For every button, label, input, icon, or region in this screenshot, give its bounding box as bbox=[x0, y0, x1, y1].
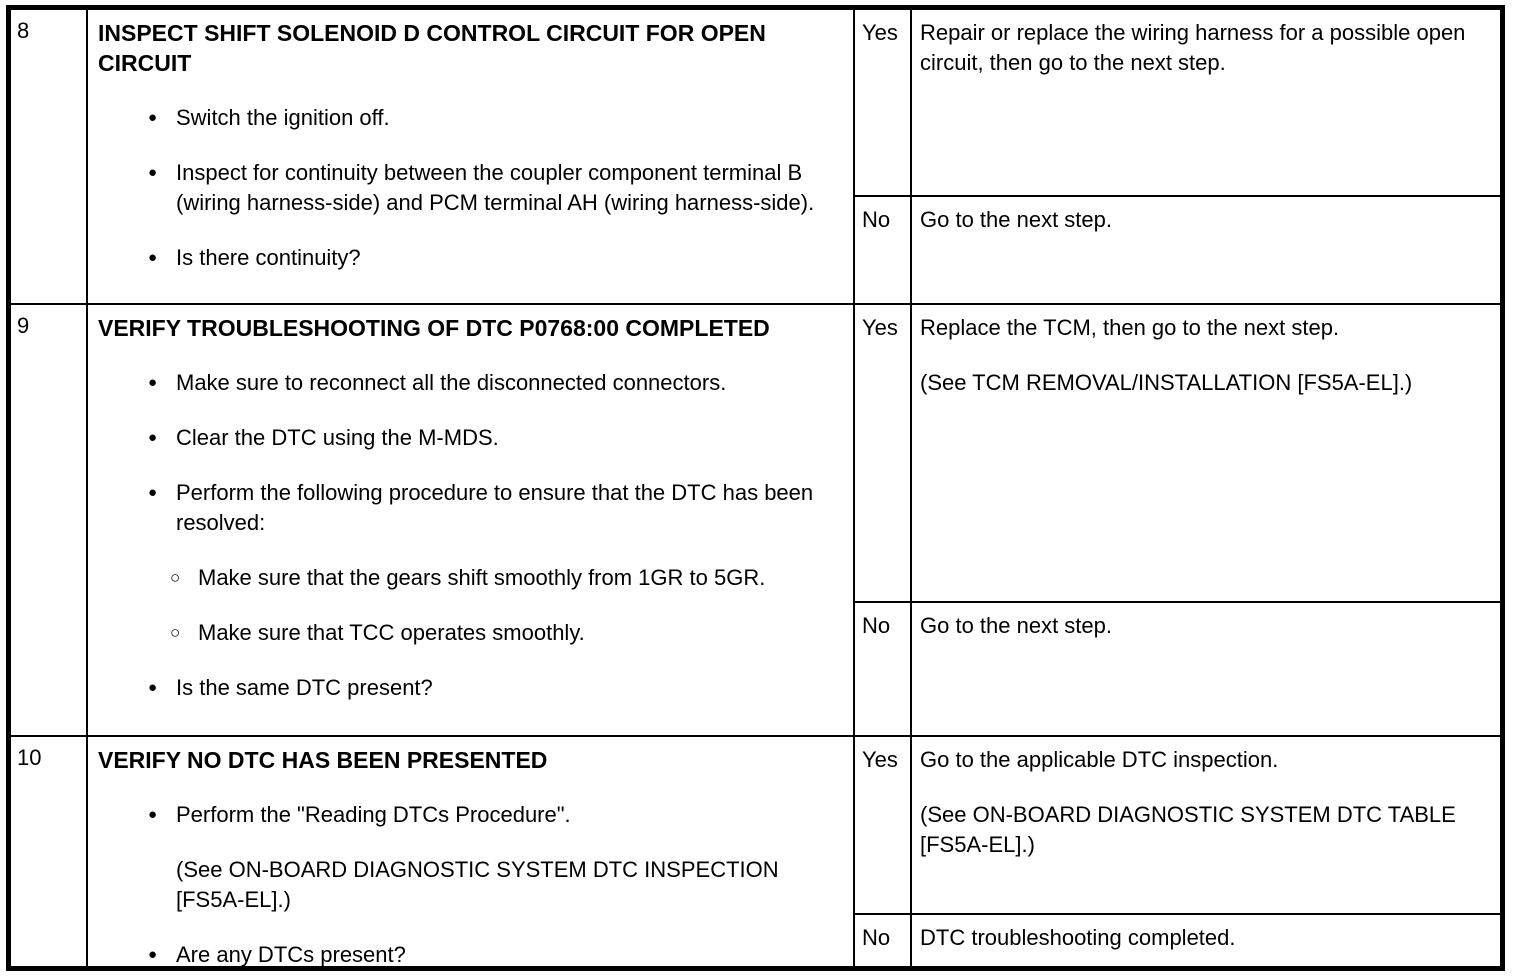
bullet-list: ● Make sure to reconnect all the disconn… bbox=[98, 368, 843, 703]
bullet-text: Switch the ignition off. bbox=[176, 105, 390, 130]
outcome-label-yes: Yes bbox=[855, 10, 912, 195]
step-number-cell: 9 bbox=[11, 305, 88, 735]
outcome-no-row: No Go to the next step. bbox=[855, 197, 1500, 303]
action-text: Replace the TCM, then go to the next ste… bbox=[920, 315, 1340, 340]
list-item: ● Perform the "Reading DTCs Procedure". … bbox=[98, 800, 843, 915]
list-item: ● Are any DTCs present? bbox=[98, 940, 843, 966]
outcome-cells: Yes Repair or replace the wiring harness… bbox=[855, 10, 1500, 303]
bullet-text: Make sure to reconnect all the disconnec… bbox=[176, 370, 727, 395]
outcome-label-no: No bbox=[855, 915, 912, 966]
table-row-step-8: 8 INSPECT SHIFT SOLENOID D CONTROL CIRCU… bbox=[11, 10, 1500, 305]
outcome-label-yes: Yes bbox=[855, 737, 912, 913]
outcome-action-cell: Repair or replace the wiring harness for… bbox=[912, 10, 1500, 195]
bullet-icon: ● bbox=[148, 484, 158, 501]
list-item: ● Perform the following procedure to ens… bbox=[98, 478, 843, 538]
sub-list-item: ○ Make sure that the gears shift smoothl… bbox=[98, 563, 843, 593]
bullet-text-line: Perform the "Reading DTCs Procedure". bbox=[176, 802, 571, 827]
bullet-text: Are any DTCs present? bbox=[176, 942, 406, 966]
step-title: VERIFY TROUBLESHOOTING OF DTC P0768:00 C… bbox=[98, 315, 770, 341]
outcome-action-cell: Go to the next step. bbox=[912, 197, 1500, 303]
outcome-action-cell: DTC troubleshooting completed. bbox=[912, 915, 1500, 966]
action-text: Go to the next step. bbox=[920, 207, 1113, 232]
bullet-icon: ● bbox=[148, 164, 158, 181]
step-title: VERIFY NO DTC HAS BEEN PRESENTED bbox=[98, 747, 548, 773]
outcome-action-cell: Go to the next step. bbox=[912, 603, 1500, 735]
outcome-cells: Yes Go to the applicable DTC inspection.… bbox=[855, 737, 1500, 966]
step-number-cell: 10 bbox=[11, 737, 88, 966]
action-reference-text: (See TCM REMOVAL/INSTALLATION [FS5A-EL].… bbox=[920, 370, 1413, 395]
bullet-text: Is there continuity? bbox=[176, 245, 361, 270]
action-text: Repair or replace the wiring harness for… bbox=[920, 20, 1466, 75]
step-description-cell: VERIFY NO DTC HAS BEEN PRESENTED ● Perfo… bbox=[88, 737, 855, 966]
bullet-reference-text: (See ON-BOARD DIAGNOSTIC SYSTEM DTC INSP… bbox=[176, 857, 779, 912]
bullet-icon: ● bbox=[148, 109, 158, 126]
list-item: ● Clear the DTC using the M-MDS. bbox=[98, 423, 843, 453]
step-number: 9 bbox=[17, 313, 30, 338]
step-number: 10 bbox=[17, 745, 42, 770]
list-item: ● Switch the ignition off. bbox=[98, 103, 843, 133]
bullet-icon: ● bbox=[148, 946, 158, 963]
bullet-list: ● Perform the "Reading DTCs Procedure". … bbox=[98, 800, 843, 966]
bullet-icon: ● bbox=[148, 429, 158, 446]
list-item: ● Is there continuity? bbox=[98, 243, 843, 273]
bullet-text: Inspect for continuity between the coupl… bbox=[176, 160, 815, 215]
outcome-cells: Yes Replace the TCM, then go to the next… bbox=[855, 305, 1500, 735]
troubleshooting-table: 8 INSPECT SHIFT SOLENOID D CONTROL CIRCU… bbox=[6, 5, 1505, 971]
outcome-action-cell: Replace the TCM, then go to the next ste… bbox=[912, 305, 1500, 601]
outcome-yes-row: Yes Replace the TCM, then go to the next… bbox=[855, 305, 1500, 603]
step-description-cell: VERIFY TROUBLESHOOTING OF DTC P0768:00 C… bbox=[88, 305, 855, 735]
sub-bullet-icon: ○ bbox=[170, 568, 181, 587]
action-text: Go to the next step. bbox=[920, 613, 1113, 638]
bullet-text: Perform the "Reading DTCs Procedure". (S… bbox=[176, 800, 843, 915]
step-number-cell: 8 bbox=[11, 10, 88, 303]
list-item: ● Is the same DTC present? bbox=[98, 673, 843, 703]
bullet-icon: ● bbox=[148, 249, 158, 266]
action-reference-text: (See ON-BOARD DIAGNOSTIC SYSTEM DTC TABL… bbox=[920, 802, 1456, 857]
action-text: DTC troubleshooting completed. bbox=[920, 925, 1236, 950]
bullet-text: Clear the DTC using the M-MDS. bbox=[176, 425, 499, 450]
sub-bullet-text: Make sure that TCC operates smoothly. bbox=[198, 620, 585, 645]
step-number: 8 bbox=[17, 18, 30, 43]
bullet-text: Perform the following procedure to ensur… bbox=[176, 480, 814, 535]
outcome-label-no: No bbox=[855, 197, 912, 303]
outcome-action-cell: Go to the applicable DTC inspection. (Se… bbox=[912, 737, 1500, 913]
table-row-step-10: 10 VERIFY NO DTC HAS BEEN PRESENTED ● Pe… bbox=[11, 737, 1500, 966]
sub-list-item: ○ Make sure that TCC operates smoothly. bbox=[98, 618, 843, 648]
bullet-icon: ● bbox=[148, 806, 158, 823]
list-item: ● Make sure to reconnect all the disconn… bbox=[98, 368, 843, 398]
sub-bullet-list: ○ Make sure that the gears shift smoothl… bbox=[98, 563, 843, 648]
bullet-text: Is the same DTC present? bbox=[176, 675, 433, 700]
bullet-icon: ● bbox=[148, 679, 158, 696]
list-item: ● Inspect for continuity between the cou… bbox=[98, 158, 843, 218]
step-description-cell: INSPECT SHIFT SOLENOID D CONTROL CIRCUIT… bbox=[88, 10, 855, 303]
outcome-yes-row: Yes Go to the applicable DTC inspection.… bbox=[855, 737, 1500, 915]
sub-bullet-icon: ○ bbox=[170, 623, 181, 642]
bullet-icon: ● bbox=[148, 374, 158, 391]
action-text: Go to the applicable DTC inspection. bbox=[920, 747, 1279, 772]
outcome-label-yes: Yes bbox=[855, 305, 912, 601]
outcome-label-no: No bbox=[855, 603, 912, 735]
step-title: INSPECT SHIFT SOLENOID D CONTROL CIRCUIT… bbox=[98, 20, 766, 76]
sub-bullet-text: Make sure that the gears shift smoothly … bbox=[198, 565, 766, 590]
table-row-step-9: 9 VERIFY TROUBLESHOOTING OF DTC P0768:00… bbox=[11, 305, 1500, 737]
outcome-no-row: No DTC troubleshooting completed. bbox=[855, 915, 1500, 966]
outcome-no-row: No Go to the next step. bbox=[855, 603, 1500, 735]
outcome-yes-row: Yes Repair or replace the wiring harness… bbox=[855, 10, 1500, 197]
bullet-list: ● Switch the ignition off. ● Inspect for… bbox=[98, 103, 843, 273]
